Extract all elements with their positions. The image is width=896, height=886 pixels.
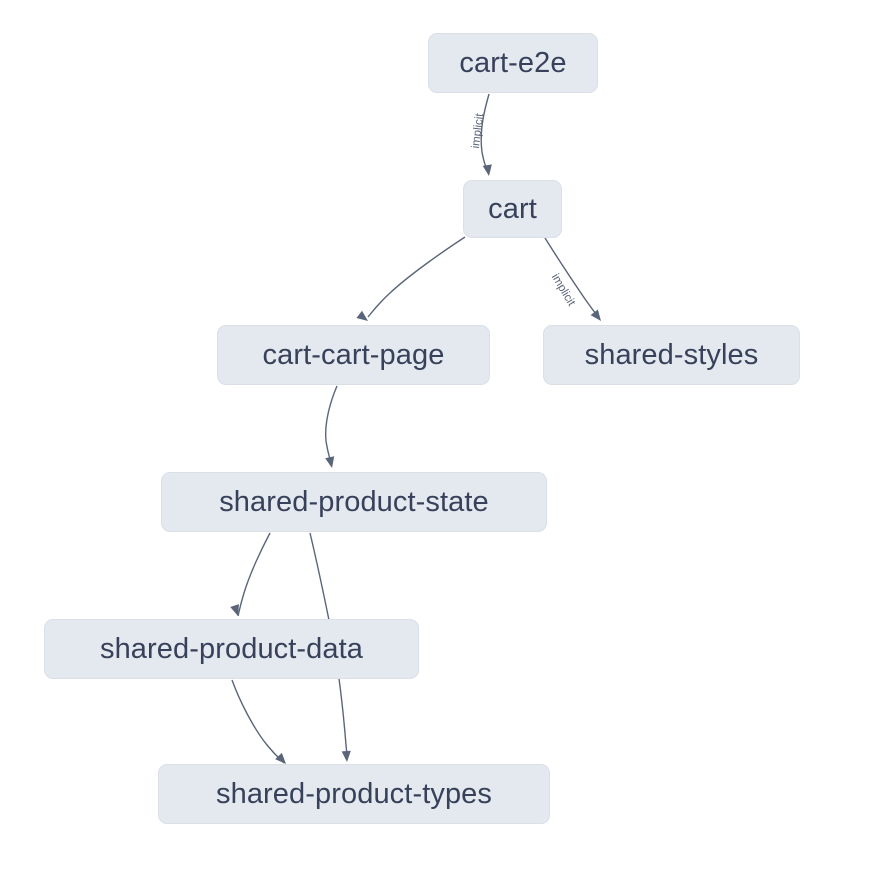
- graph-node-label: shared-product-state: [219, 485, 489, 518]
- graph-node-label: cart-e2e: [459, 46, 567, 79]
- graph-node-shared-product-state[interactable]: shared-product-state: [161, 472, 547, 532]
- arrow-into-shared-product-state: [325, 456, 335, 468]
- graph-node-shared-product-data[interactable]: shared-product-data: [44, 619, 419, 679]
- graph-node-cart-e2e[interactable]: cart-e2e: [428, 33, 598, 93]
- edge-data-to-types: [231, 679, 285, 764]
- graph-node-cart-cart-page[interactable]: cart-cart-page: [217, 325, 490, 385]
- graph-node-label: shared-product-types: [215, 777, 493, 810]
- edge-label-cart-to-shared-styles: implicit: [548, 271, 578, 309]
- graph-node-shared-styles[interactable]: shared-styles: [543, 325, 800, 385]
- graph-node-label: cart: [488, 192, 537, 225]
- edge-label-cart-e2e-to-cart: implicit: [469, 112, 487, 150]
- graph-node-cart[interactable]: cart: [463, 180, 562, 238]
- arrow-into-shared-product-data: [230, 604, 239, 616]
- edge-state-to-data: [237, 532, 271, 617]
- arrow-into-shared-product-types-from-state: [341, 750, 351, 762]
- edge-cart-to-cart-cart-page: [367, 236, 466, 318]
- graph-node-shared-product-types[interactable]: shared-product-types: [158, 764, 550, 824]
- graph-node-label: shared-styles: [584, 338, 759, 371]
- graph-node-label: shared-product-data: [99, 632, 364, 665]
- arrow-into-shared-styles: [590, 309, 601, 321]
- edge-cart-e2e-to-cart: [480, 93, 490, 172]
- edge-cart-to-shared-styles: [544, 237, 600, 319]
- edge-cart-cart-page-to-shared-product-state: [324, 385, 338, 465]
- graph-node-label: cart-cart-page: [262, 338, 445, 371]
- arrow-into-cart-cart-page: [356, 310, 368, 321]
- arrow-into-cart: [482, 164, 492, 176]
